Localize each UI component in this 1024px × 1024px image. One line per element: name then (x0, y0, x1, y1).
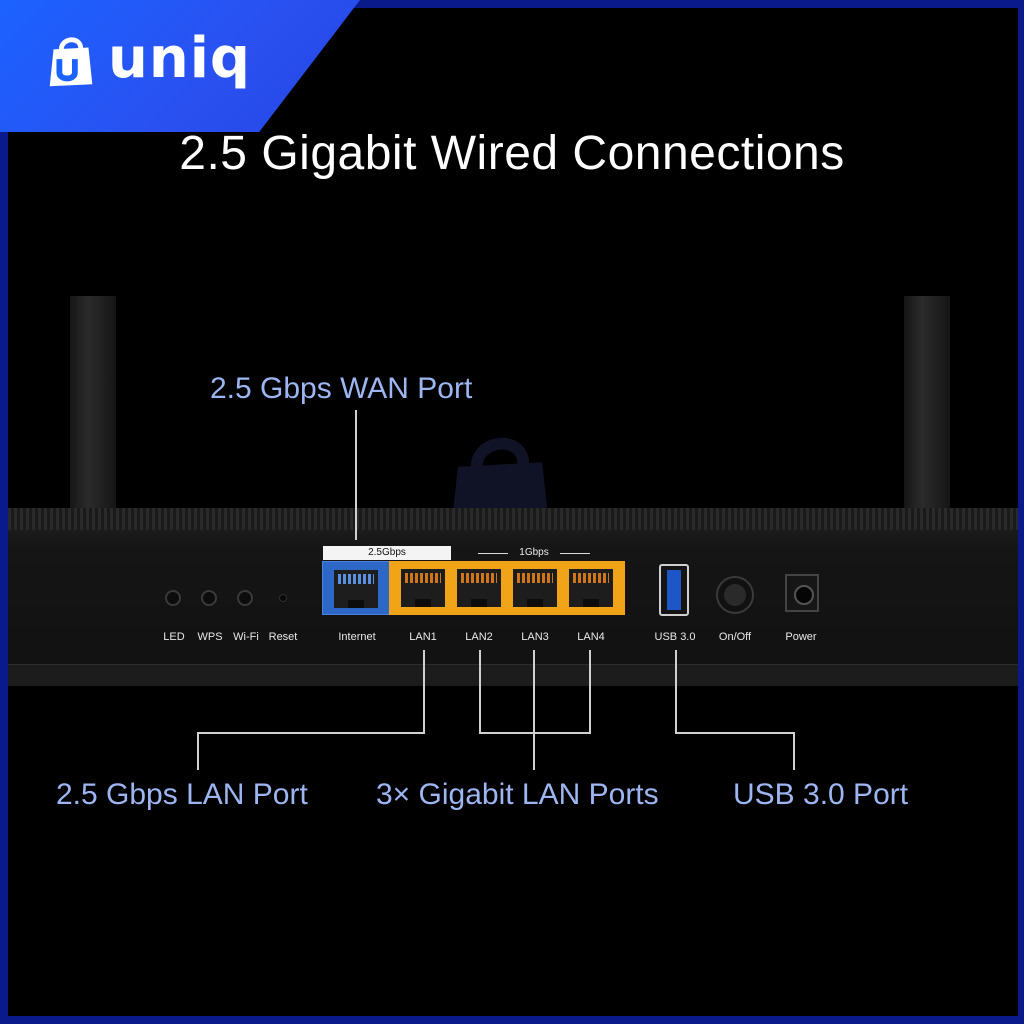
power-label: Power (785, 631, 817, 643)
ethernet-jack (334, 570, 378, 608)
lan4-jack (569, 569, 613, 607)
wifi-button (237, 590, 253, 606)
gigabit-callout-line-lan4 (589, 650, 591, 734)
lan25-callout-line-h (197, 732, 425, 734)
power-jack (785, 574, 819, 612)
gigabit-callout-line-lan2 (479, 650, 481, 734)
lan1-label: LAN1 (409, 631, 437, 643)
lan2-label: LAN2 (465, 631, 493, 643)
usb-callout-line-v (675, 650, 677, 734)
lan4-label: LAN4 (577, 631, 605, 643)
lan25-port-callout: 2.5 Gbps LAN Port (56, 778, 308, 811)
lan-ports (389, 561, 625, 615)
brand-logo: uniq (40, 30, 251, 92)
usb-callout-line-h (675, 732, 795, 734)
wps-label: WPS (197, 631, 223, 643)
lan25-callout-line-drop (197, 732, 199, 770)
lan2-jack (457, 569, 501, 607)
brand-name: uniq (108, 26, 252, 91)
power-switch (716, 576, 754, 614)
led-button (165, 590, 181, 606)
lan25-callout-line-v (423, 650, 425, 734)
wan-port-callout: 2.5 Gbps WAN Port (210, 372, 473, 405)
gigabit-ports-callout: 3× Gigabit LAN Ports (376, 778, 659, 811)
wan-callout-line (355, 410, 357, 540)
led-label: LED (163, 631, 185, 643)
reset-pinhole (279, 594, 287, 602)
lan1-jack (401, 569, 445, 607)
usb-port (659, 564, 689, 616)
router-vent-grille (8, 508, 1018, 530)
usb-callout-line-drop (793, 732, 795, 770)
wan-speed-tag: 2.5Gbps (323, 546, 451, 560)
wifi-label: Wi-Fi (233, 631, 259, 643)
onoff-label: On/Off (718, 631, 752, 643)
reset-label: Reset (268, 631, 298, 643)
gigabit-callout-line-lan3 (533, 650, 535, 770)
shopping-bag-icon (49, 37, 93, 87)
lan3-label: LAN3 (521, 631, 549, 643)
lan3-jack (513, 569, 557, 607)
wps-button (201, 590, 217, 606)
usb-label: USB 3.0 (654, 631, 696, 643)
router-base (8, 664, 1018, 686)
internet-label: Internet (338, 631, 376, 643)
lan-speed-tag: 1Gbps (478, 547, 590, 559)
internet-port (322, 561, 390, 615)
page-title: 2.5 Gigabit Wired Connections (179, 127, 845, 180)
usb-port-callout: USB 3.0 Port (733, 778, 909, 811)
gigabit-callout-line-h (479, 732, 591, 734)
